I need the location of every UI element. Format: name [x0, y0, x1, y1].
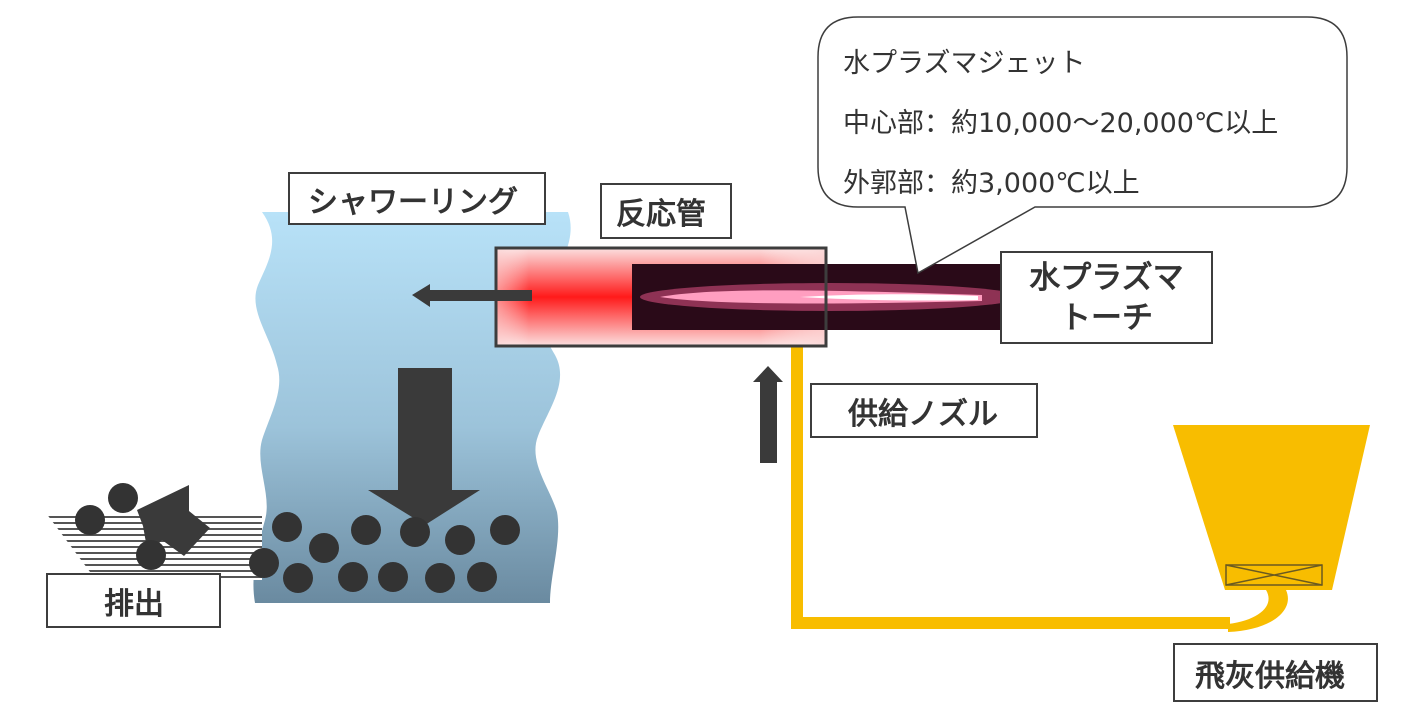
callout-bubble	[817, 16, 1348, 275]
discharge-text: 排出	[104, 586, 164, 622]
plasma-torch-text-line2: トーチ	[1060, 299, 1153, 336]
callout-center-temp: 中心部：約10,000～20,000℃以上	[843, 108, 1279, 139]
plasma-torch-text-line1: 水プラズマ	[1029, 259, 1184, 296]
hopper-valve-cross	[1225, 564, 1323, 586]
discharge-label: 排出	[46, 573, 221, 628]
shower-ring-label: シャワーリング	[288, 172, 546, 225]
feed-up-arrow	[753, 366, 783, 463]
callout-text: 水プラズマジェット 中心部：約10,000～20,000℃以上 外郭部：約3,0…	[843, 34, 1278, 214]
supply-nozzle-label: 供給ノズル	[810, 383, 1038, 438]
particle	[425, 563, 455, 593]
flow-down-arrow	[368, 368, 480, 525]
particle	[378, 562, 408, 592]
supply-nozzle-text: 供給ノズル	[848, 396, 998, 432]
particle	[136, 540, 166, 570]
shower-ring-text: シャワーリング	[308, 184, 518, 220]
fly-ash-feeder-label: 飛灰供給機	[1173, 643, 1378, 702]
particle	[272, 512, 302, 542]
flow-left-arrow	[412, 284, 532, 307]
particle	[338, 562, 368, 592]
particle	[108, 483, 138, 513]
plasma-torch-label: 水プラズマ トーチ	[1000, 251, 1213, 344]
particle	[445, 525, 475, 555]
particle	[467, 562, 497, 592]
hopper-outlet	[1228, 590, 1288, 632]
fly-ash-feeder-text: 飛灰供給機	[1195, 658, 1345, 694]
particle	[75, 505, 105, 535]
ash-particles	[75, 483, 520, 593]
callout-title: 水プラズマジェット	[843, 48, 1086, 79]
callout-outer-temp: 外郭部：約3,000℃以上	[843, 168, 1140, 199]
plasma-hot-core	[800, 294, 978, 301]
reaction-tube-label: 反応管	[600, 183, 732, 239]
particle	[400, 517, 430, 547]
reaction-tube-text: 反応管	[616, 197, 706, 232]
particle	[309, 533, 339, 563]
particle	[490, 515, 520, 545]
hopper-valve	[1225, 564, 1323, 586]
particle	[283, 563, 313, 593]
feed-line	[791, 342, 1230, 629]
fly-ash-hopper	[1173, 425, 1370, 590]
discharge-arrow	[137, 485, 210, 556]
particle	[249, 548, 279, 578]
particle	[351, 515, 381, 545]
